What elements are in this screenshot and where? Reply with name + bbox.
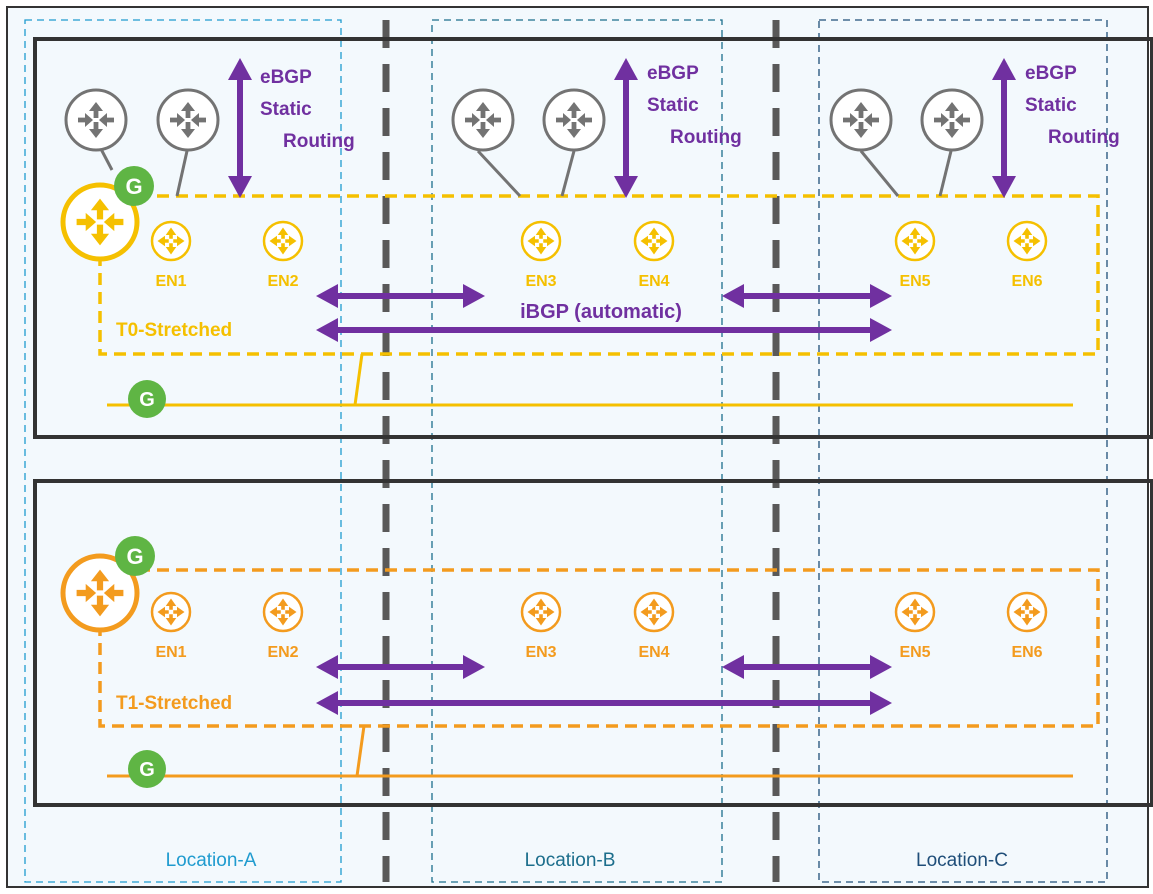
- physical-router-icon: [156, 88, 220, 152]
- routing-label-line3: Routing: [283, 131, 355, 152]
- location-b-label: Location-B: [525, 850, 616, 871]
- t1-stretched-label: T1-Stretched: [116, 693, 232, 714]
- t0-edge-node-labels: EN1 EN2 EN3 EN4 EN5 EN6: [155, 273, 1042, 290]
- t1-frame: [33, 479, 1153, 807]
- physical-router-icon: [451, 88, 515, 152]
- edge-node-router-icon: [150, 591, 192, 633]
- edge-node-router-icon: [150, 220, 192, 262]
- edge-node-router-icon: [633, 220, 675, 262]
- t0-edge-nodes: [150, 220, 1048, 262]
- svg-text:Routing: Routing: [670, 127, 742, 148]
- routing-label-line2: Static: [260, 99, 312, 120]
- location-c-box: [818, 19, 1108, 883]
- svg-text:Static: Static: [260, 99, 312, 120]
- routing-label-line2: Static: [1025, 95, 1077, 116]
- upstream-routers: [64, 88, 984, 152]
- edge-node-router-icon: [1006, 591, 1048, 633]
- routing-label-line1: eBGP: [260, 67, 312, 88]
- svg-text:eBGP: eBGP: [1025, 63, 1077, 84]
- t1-logical-router-icon: [60, 553, 140, 633]
- edge-node-label: EN6: [1011, 273, 1042, 290]
- t0-ibgp-arrows: [316, 284, 892, 342]
- physical-router-icon: [542, 88, 606, 152]
- edge-node-router-icon: [1006, 220, 1048, 262]
- gateway-badge-icon: G: [114, 166, 154, 206]
- edge-node-router-icon: [262, 591, 304, 633]
- gateway-badge-icon: G: [128, 750, 166, 788]
- edge-node-router-icon: [894, 220, 936, 262]
- ebgp-arrows: [228, 58, 1016, 198]
- svg-text:eBGP: eBGP: [647, 63, 699, 84]
- edge-node-label: EN4: [638, 644, 669, 661]
- gateway-badge-label: G: [139, 389, 155, 411]
- t0-segment-link: [353, 353, 364, 406]
- edge-node-router-icon: [894, 591, 936, 633]
- t1-stretched-box: [98, 568, 1100, 728]
- svg-text:Static: Static: [647, 95, 699, 116]
- edge-node-label: EN2: [267, 273, 298, 290]
- gateway-badge-label: G: [126, 544, 143, 569]
- routing-label-line2: Static: [647, 95, 699, 116]
- edge-node-label: EN6: [1011, 644, 1042, 661]
- svg-text:Static: Static: [1025, 95, 1077, 116]
- routing-label-line3: Routing: [1048, 127, 1120, 148]
- routing-label-line1: eBGP: [1025, 63, 1077, 84]
- upstream-routing-labels: eBGP Static Routing eBGP Static Routing …: [260, 63, 1120, 152]
- edge-node-label: EN5: [899, 644, 930, 661]
- edge-node-router-icon: [520, 591, 562, 633]
- t0-stretched-box: [98, 194, 1100, 356]
- edge-node-label: EN2: [267, 644, 298, 661]
- edge-node-label: EN1: [155, 273, 186, 290]
- svg-text:Routing: Routing: [1048, 127, 1120, 148]
- edge-node-router-icon: [520, 220, 562, 262]
- edge-node-router-icon: [262, 220, 304, 262]
- t1-ibgp-arrows: [316, 655, 892, 715]
- t1-edge-nodes: [150, 591, 1048, 633]
- physical-router-icon: [829, 88, 893, 152]
- gateway-badge-icon: G: [128, 380, 166, 418]
- edge-node-label: EN5: [899, 273, 930, 290]
- t0-uplinks: [99, 148, 953, 198]
- location-c-label: Location-C: [916, 850, 1008, 871]
- edge-node-label: EN3: [525, 644, 556, 661]
- ibgp-label: iBGP (automatic): [520, 301, 682, 323]
- t0-logical-router-icon: [60, 182, 140, 262]
- t0-frame: [33, 37, 1153, 439]
- t1-edge-node-labels: EN1 EN2 EN3 EN4 EN5 EN6: [155, 644, 1042, 661]
- edge-node-router-icon: [633, 591, 675, 633]
- edge-node-label: EN1: [155, 644, 186, 661]
- location-b-box: [431, 19, 723, 883]
- routing-label-line1: eBGP: [647, 63, 699, 84]
- svg-text:eBGP: eBGP: [260, 67, 312, 88]
- t0-stretched-label: T0-Stretched: [116, 320, 232, 341]
- physical-router-icon: [64, 88, 128, 152]
- edge-node-label: EN4: [638, 273, 669, 290]
- gateway-badge-label: G: [139, 759, 155, 781]
- routing-label-line3: Routing: [670, 127, 742, 148]
- location-a-label: Location-A: [166, 850, 257, 871]
- physical-router-icon: [920, 88, 984, 152]
- gateway-badge-label: G: [125, 174, 142, 199]
- diagram-canvas: [6, 6, 1149, 888]
- svg-text:Routing: Routing: [283, 131, 355, 152]
- location-a-box: [24, 19, 342, 883]
- t1-segment-link: [355, 725, 366, 777]
- edge-node-label: EN3: [525, 273, 556, 290]
- gateway-badge-icon: G: [115, 536, 155, 576]
